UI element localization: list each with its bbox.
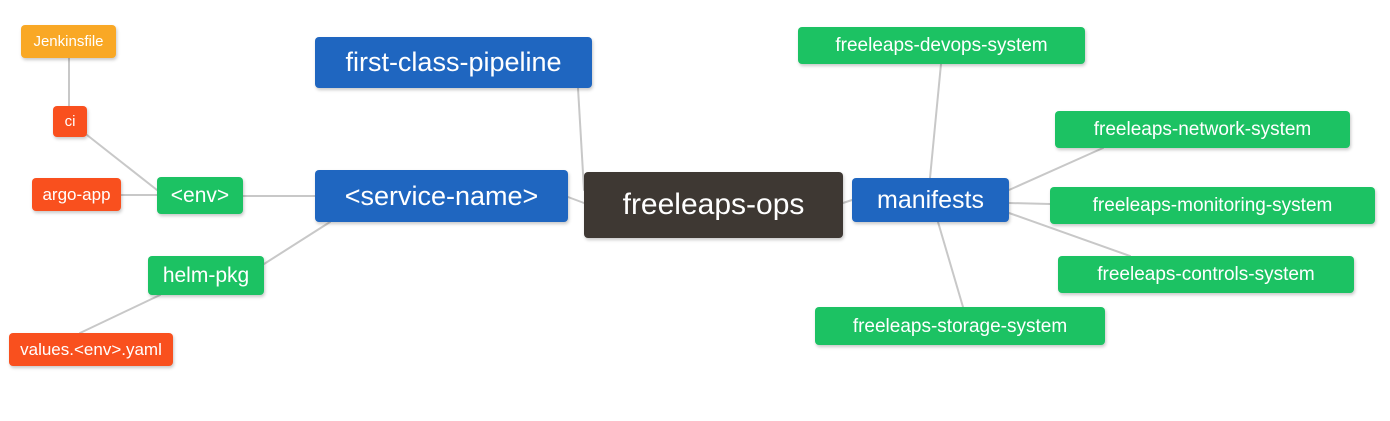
node-label-argo: argo-app bbox=[42, 185, 111, 204]
edge-manifests-to-controls bbox=[1008, 212, 1131, 257]
edge-manifests-to-storage bbox=[937, 221, 964, 308]
node-root[interactable]: freeleaps-ops bbox=[584, 172, 843, 238]
node-label-root: freeleaps-ops bbox=[622, 188, 805, 221]
node-label-values: values.<env>.yaml bbox=[20, 340, 162, 359]
node-argo[interactable]: argo-app bbox=[32, 178, 121, 211]
node-label-service: <service-name> bbox=[344, 180, 539, 211]
edge-env-to-ci bbox=[86, 134, 158, 191]
edge-root-to-manifests bbox=[842, 199, 853, 204]
edge-root-to-service bbox=[567, 196, 585, 204]
node-label-network: freeleaps-network-system bbox=[1093, 119, 1312, 140]
node-storage[interactable]: freeleaps-storage-system bbox=[815, 307, 1105, 345]
node-manifests[interactable]: manifests bbox=[852, 178, 1009, 222]
edge-manifests-to-monitoring bbox=[1008, 202, 1051, 205]
node-network[interactable]: freeleaps-network-system bbox=[1055, 111, 1350, 148]
node-label-env: <env> bbox=[170, 184, 230, 207]
node-jenkinsfile[interactable]: Jenkinsfile bbox=[21, 25, 116, 58]
edge-manifests-to-devops bbox=[929, 63, 942, 179]
node-label-monitoring: freeleaps-monitoring-system bbox=[1092, 195, 1333, 216]
node-label-jenkinsfile: Jenkinsfile bbox=[33, 33, 104, 50]
node-pipeline[interactable]: first-class-pipeline bbox=[315, 37, 592, 88]
edge-manifests-to-network bbox=[1008, 147, 1104, 191]
node-controls[interactable]: freeleaps-controls-system bbox=[1058, 256, 1354, 293]
node-env[interactable]: <env> bbox=[157, 177, 243, 214]
node-label-pipeline: first-class-pipeline bbox=[345, 47, 562, 77]
node-values[interactable]: values.<env>.yaml bbox=[9, 333, 173, 366]
node-label-ci: ci bbox=[64, 113, 76, 130]
node-monitoring[interactable]: freeleaps-monitoring-system bbox=[1050, 187, 1375, 224]
node-devops[interactable]: freeleaps-devops-system bbox=[798, 27, 1085, 64]
edge-service-to-helm bbox=[263, 221, 331, 265]
node-label-devops: freeleaps-devops-system bbox=[835, 35, 1048, 56]
edge-helm-to-values bbox=[79, 294, 161, 334]
node-label-storage: freeleaps-storage-system bbox=[852, 315, 1068, 337]
node-ci[interactable]: ci bbox=[53, 106, 87, 137]
node-helm[interactable]: helm-pkg bbox=[148, 256, 264, 295]
node-label-helm: helm-pkg bbox=[162, 264, 250, 287]
node-service[interactable]: <service-name> bbox=[315, 170, 568, 222]
node-label-manifests: manifests bbox=[877, 185, 984, 214]
edge-root-to-pipeline bbox=[577, 87, 585, 191]
node-label-controls: freeleaps-controls-system bbox=[1097, 264, 1315, 285]
